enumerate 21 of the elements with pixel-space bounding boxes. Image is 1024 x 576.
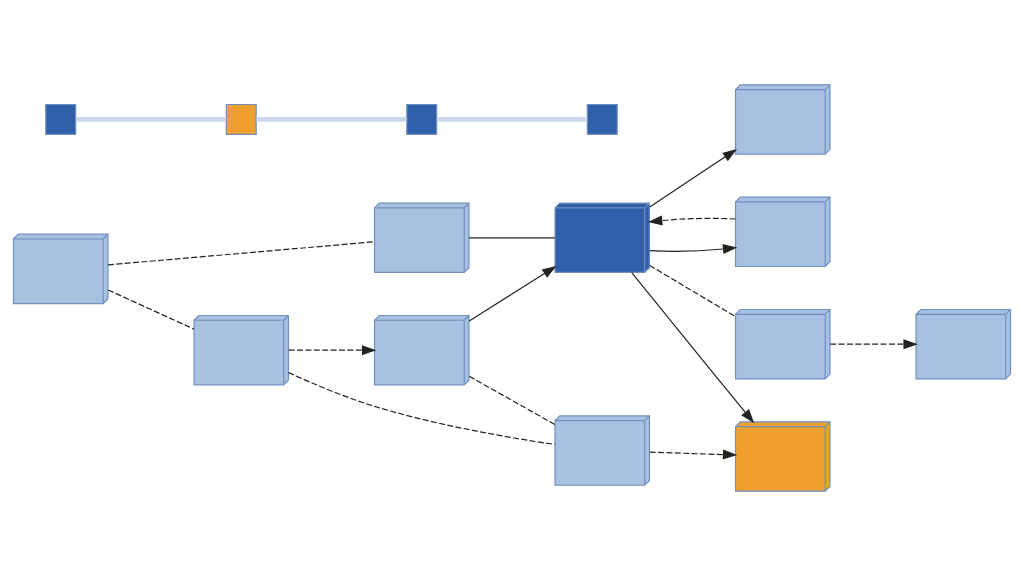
arrow — [649, 149, 737, 208]
arrow — [649, 244, 738, 255]
arrow — [631, 272, 755, 424]
connector — [468, 237, 556, 239]
connector — [107, 241, 375, 266]
arrow — [288, 345, 377, 356]
arrow — [647, 215, 737, 226]
node-box — [225, 103, 257, 135]
connector — [288, 372, 556, 446]
connector — [649, 264, 737, 318]
connector — [468, 375, 556, 426]
connector — [75, 117, 227, 122]
connector — [107, 289, 195, 330]
connector — [256, 117, 407, 122]
arrow — [829, 339, 918, 350]
node-box — [586, 103, 618, 135]
node-box — [45, 103, 77, 135]
arrow — [468, 265, 557, 322]
arrow — [649, 449, 738, 460]
node-box — [406, 103, 438, 135]
connector — [436, 117, 588, 122]
